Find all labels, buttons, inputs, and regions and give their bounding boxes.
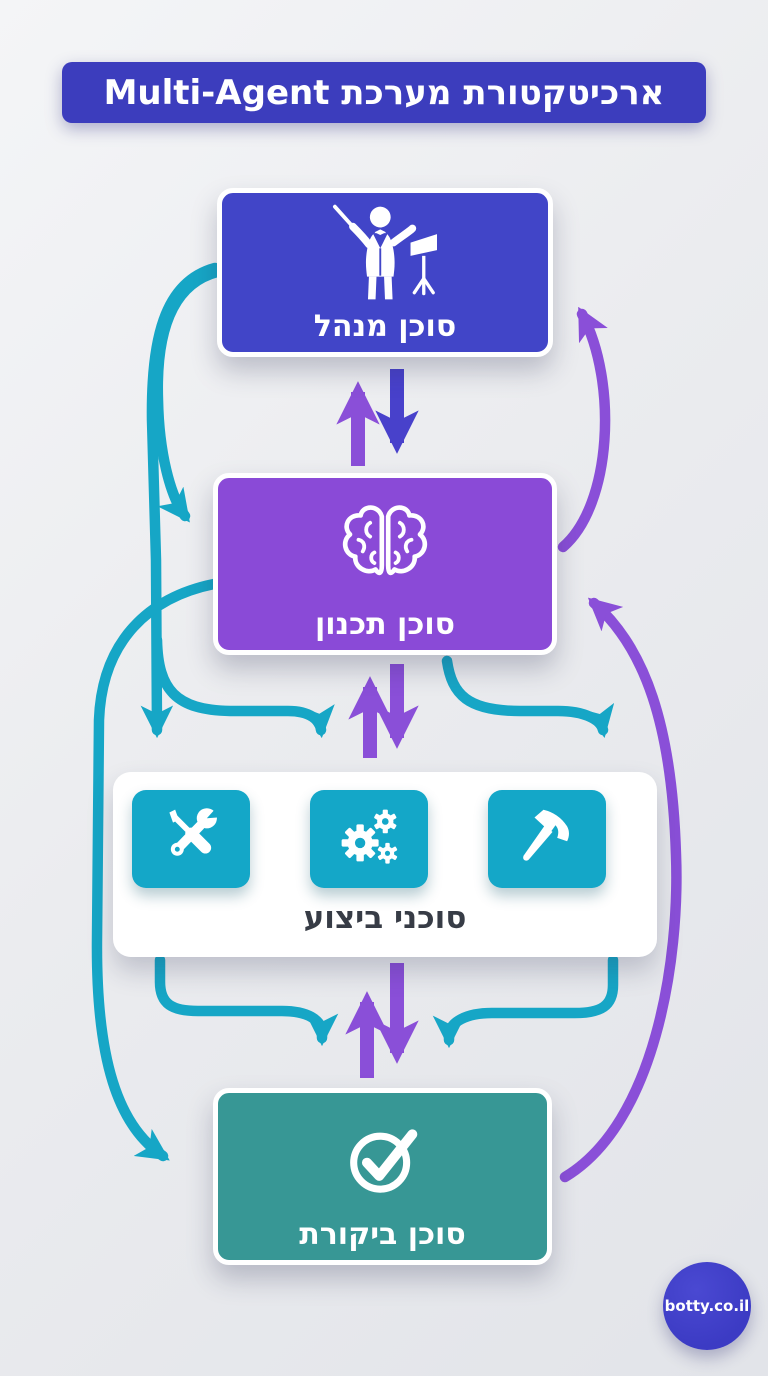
node-manager-agent: סוכן מנהל — [217, 188, 553, 357]
executor-tile-gears — [310, 790, 428, 888]
brain-icon — [218, 478, 552, 610]
edge-planner-to-executors-right-curve — [441, 655, 615, 738]
edge-executors-to-reviewer-right-curve — [432, 954, 619, 1049]
edge-planner-to-executors-left-curve — [151, 634, 335, 739]
conductor-icon — [222, 193, 548, 312]
edge-executors-to-reviewer-left-curve — [154, 954, 339, 1047]
planning-agent-label: סוכן תכנון — [314, 607, 456, 642]
node-review-agent: סוכן ביקורת — [213, 1088, 552, 1265]
review-agent-label: סוכן ביקורת — [299, 1217, 466, 1252]
edge-reviewer-to-planner-right-arc — [559, 597, 682, 1183]
brand-badge: botty.co.il — [663, 1262, 751, 1350]
gears-icon — [329, 800, 409, 878]
edge-manager-to-executors-left-line — [140, 262, 221, 739]
tools-icon — [152, 801, 230, 877]
execution-agents-label: סוכני ביצוע — [303, 900, 467, 936]
hammer-icon — [508, 801, 586, 877]
title-banner: ארכיטקטורת מערכת Multi-Agent — [62, 62, 706, 123]
executor-tile-tools — [132, 790, 250, 888]
executor-tile-hammer — [488, 790, 606, 888]
edge-planner-to-manager-right-arc — [557, 306, 611, 553]
page-title: ארכיטקטורת מערכת Multi-Agent — [103, 72, 665, 113]
node-planning-agent: סוכן תכנון — [213, 473, 557, 655]
manager-agent-label: סוכן מנהל — [313, 309, 457, 344]
check-circle-icon — [218, 1093, 547, 1220]
node-execution-agents: סוכני ביצוע — [113, 772, 657, 957]
edge-planner-to-reviewer-far-left-curve — [91, 578, 220, 1162]
brand-label: botty.co.il — [664, 1297, 750, 1315]
